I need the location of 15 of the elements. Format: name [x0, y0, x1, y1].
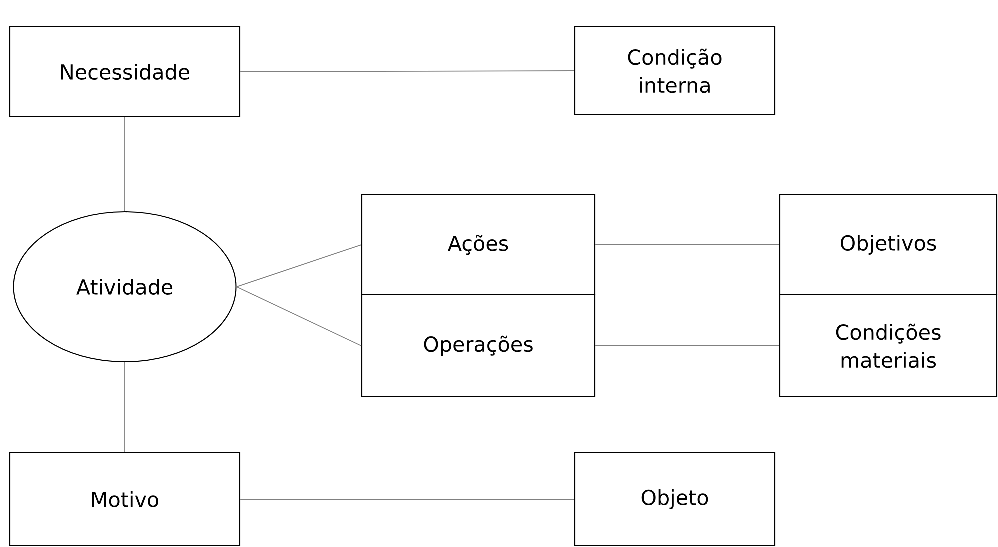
connector-line: [124, 362, 126, 453]
connector-line: [240, 499, 575, 500]
concept-box: Condição interna: [574, 26, 776, 116]
concept-box: Objeto: [574, 452, 776, 547]
connector-line: [236, 244, 362, 288]
concept-box: Motivo: [9, 452, 241, 547]
concept-box: Necessidade: [9, 26, 241, 118]
connector-line: [124, 117, 126, 212]
concept-box: Ações: [361, 194, 596, 296]
connector-line: [240, 70, 575, 72]
concept-box: Condições materiais: [779, 294, 998, 398]
connector-line: [595, 244, 780, 246]
connector-line: [236, 286, 362, 346]
concept-box: Objetivos: [779, 194, 998, 296]
concept-box: Operações: [361, 294, 596, 398]
